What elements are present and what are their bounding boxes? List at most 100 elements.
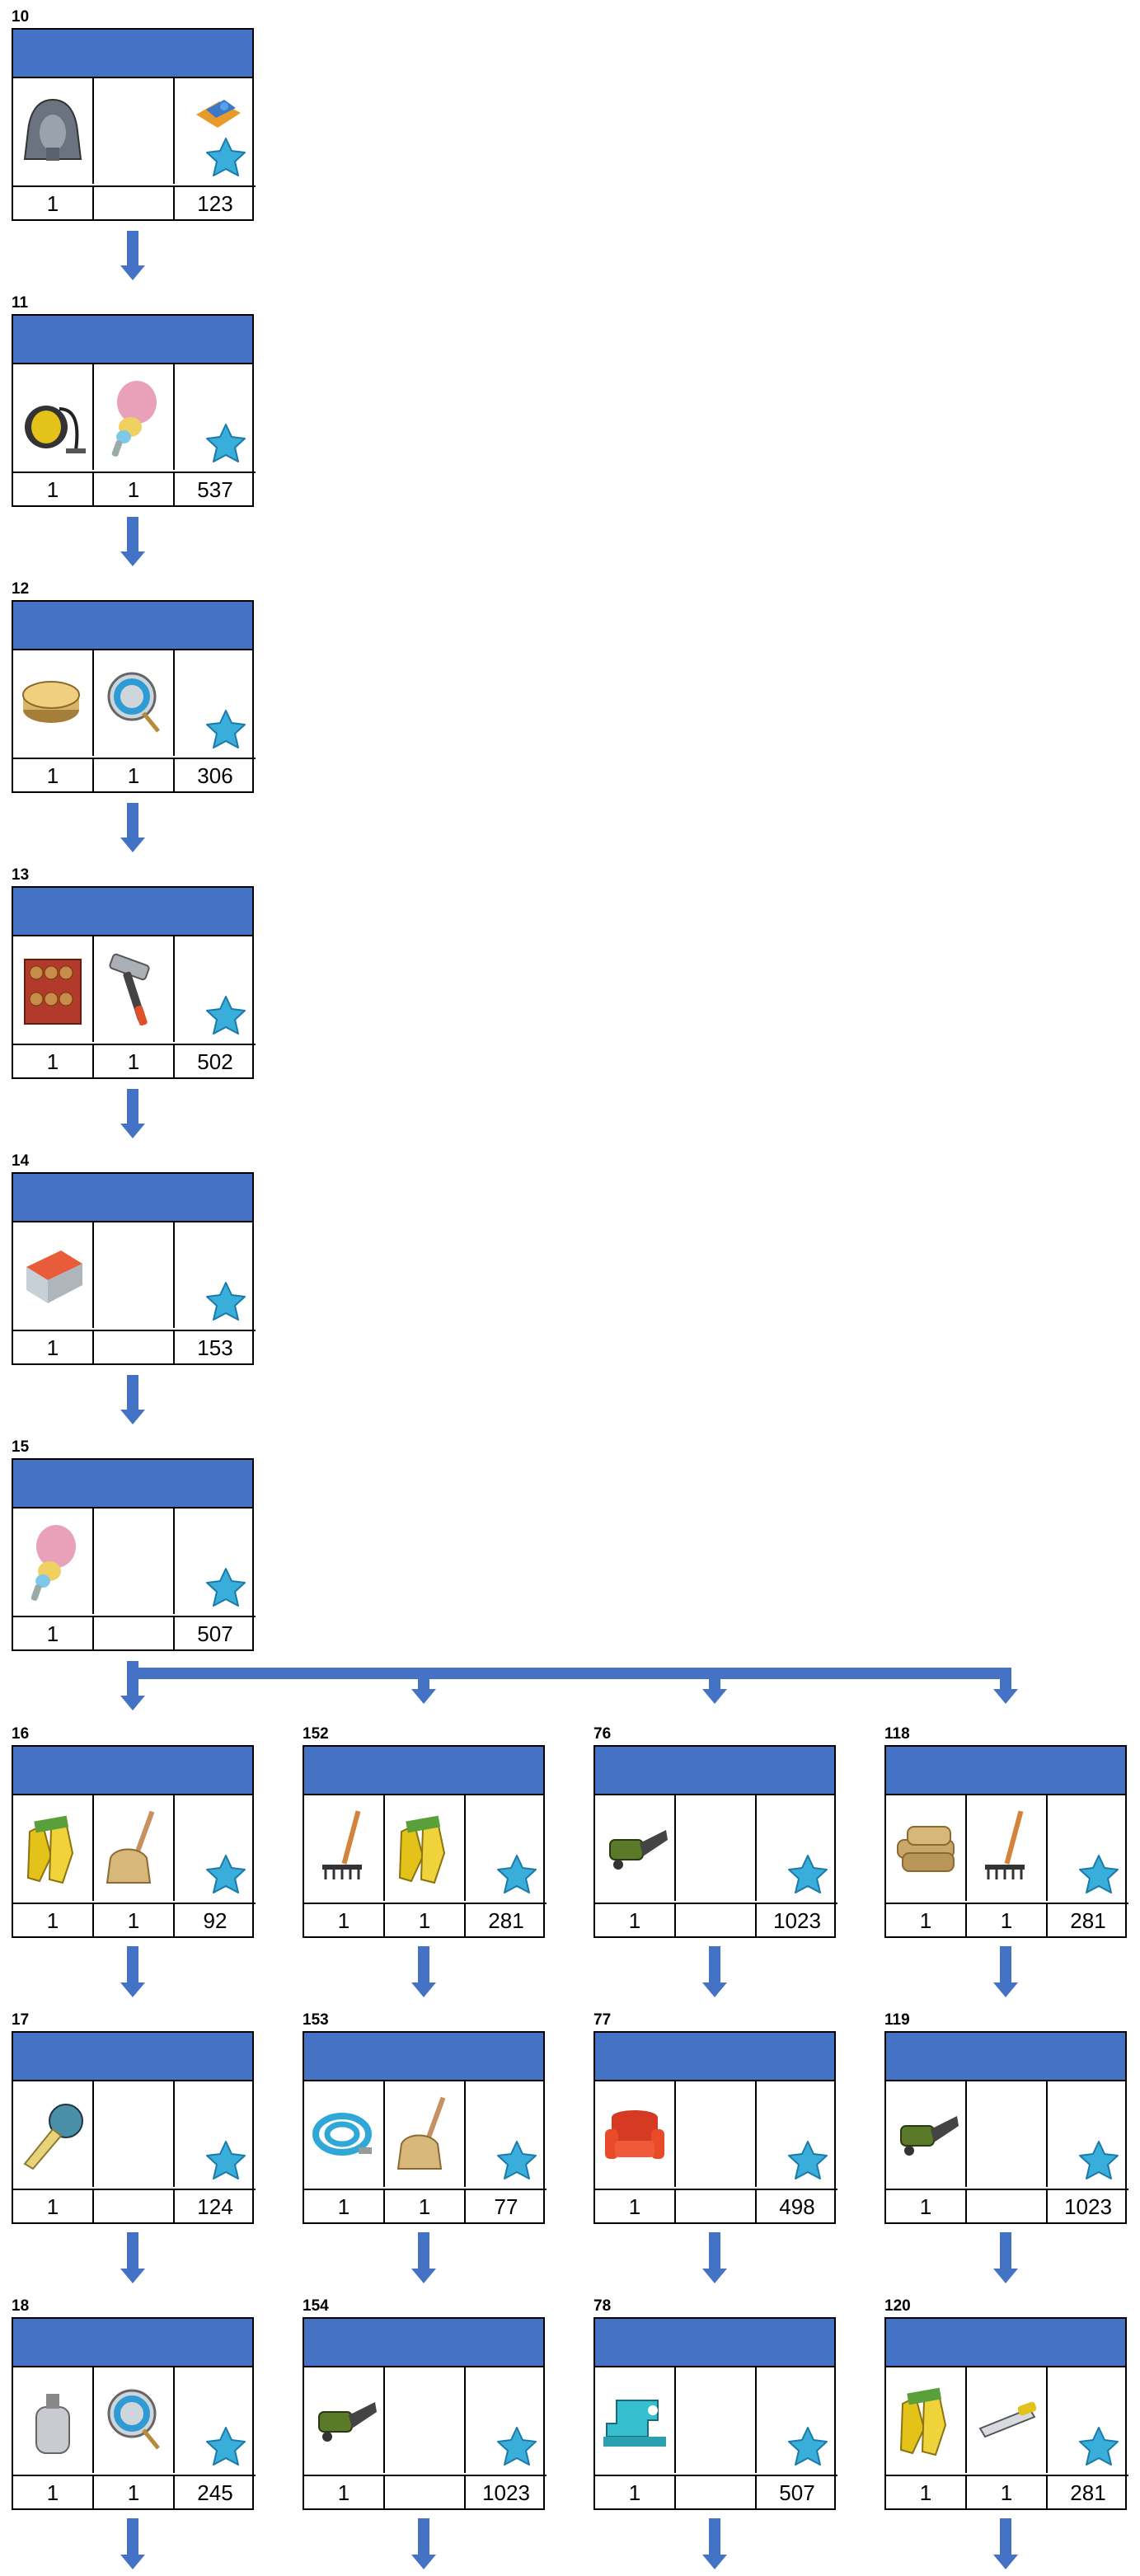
item-cell [304,1795,385,1901]
down-arrow [411,2518,436,2569]
reward-value: 1023 [757,1903,837,1938]
card-header [13,316,252,364]
item-count: 1 [13,2475,94,2510]
card-label: 12 [12,580,30,598]
card-header [595,2319,834,2367]
item-cell [385,1795,466,1901]
star-icon [495,1853,538,1896]
down-arrow [120,1089,145,1138]
star-icon [786,1853,829,1896]
item-cell [595,2081,676,2187]
hammer-icon [99,948,168,1030]
reward-cell [175,936,256,1042]
item-count: 1 [595,2189,676,2224]
work-gloves-icon [390,1807,459,1889]
fuel-canister-icon [18,2379,87,2461]
star-icon [204,2139,247,2182]
item-count [94,1616,175,1651]
item-count: 1 [94,472,175,507]
item-count [676,2475,757,2510]
wax-jar-icon [18,662,87,744]
item-count [94,1330,175,1365]
gift-icon [191,90,246,138]
star-icon [786,2139,829,2182]
item-cell [676,1795,757,1901]
hose-reel-icon [99,662,168,744]
reward-cell [175,1509,256,1614]
item-cell [304,2081,385,2187]
item-cell [385,2081,466,2187]
star-icon [1077,1853,1120,1896]
item-count [385,2475,466,2510]
reward-cell [1048,1795,1128,1901]
card-header [13,602,252,650]
item-count: 1 [13,758,94,793]
card-label: 17 [12,2011,30,2029]
chainsaw-icon [600,1807,669,1889]
down-arrow [411,1946,436,1997]
reward-value: 1023 [466,2475,547,2510]
card-label: 118 [884,1725,910,1743]
reward-cell [175,1795,256,1901]
card-label: 15 [12,1438,30,1456]
reward-value: 281 [1048,1903,1128,1938]
item-cell [13,1509,94,1614]
rake-icon [972,1807,1041,1889]
reward-cell [757,2081,837,2187]
tile-cutter-icon [18,1234,87,1316]
item-cell [595,2367,676,2473]
card-header [595,2033,834,2081]
item-count: 1 [967,1903,1048,1938]
item-count: 1 [94,2475,175,2510]
item-cell [886,2367,967,2473]
card-header [304,2033,543,2081]
reward-value: 281 [466,1903,547,1938]
down-arrow [120,803,145,852]
item-count: 1 [886,1903,967,1938]
item-count: 1 [304,2189,385,2224]
card-label: 78 [593,2297,612,2315]
item-count [676,1903,757,1938]
item-count [94,2189,175,2224]
star-icon [495,2139,538,2182]
item-count: 1 [13,1903,94,1938]
armchair-icon [600,2093,669,2175]
item-count: 1 [385,2189,466,2224]
card-header [13,1747,252,1795]
item-cell [94,364,175,470]
reward-value: 1023 [1048,2189,1128,2224]
card-header [886,2033,1125,2081]
reward-cell [1048,2367,1128,2473]
down-arrow [120,2232,145,2283]
item-count: 1 [94,1044,175,1079]
card-label: 16 [12,1725,30,1743]
item-count: 1 [13,1044,94,1079]
reward-cell [466,2081,547,2187]
item-count: 1 [13,1330,94,1365]
item-cell [94,1222,175,1328]
reward-value: 124 [175,2189,256,2224]
card-label: 76 [593,1725,612,1743]
reward-cell [175,650,256,756]
pharaoh-mask-icon [18,90,87,172]
down-arrow [993,1946,1018,1997]
down-arrow [411,2232,436,2283]
feather-duster-icon [18,1520,87,1602]
item-cell [13,364,94,470]
